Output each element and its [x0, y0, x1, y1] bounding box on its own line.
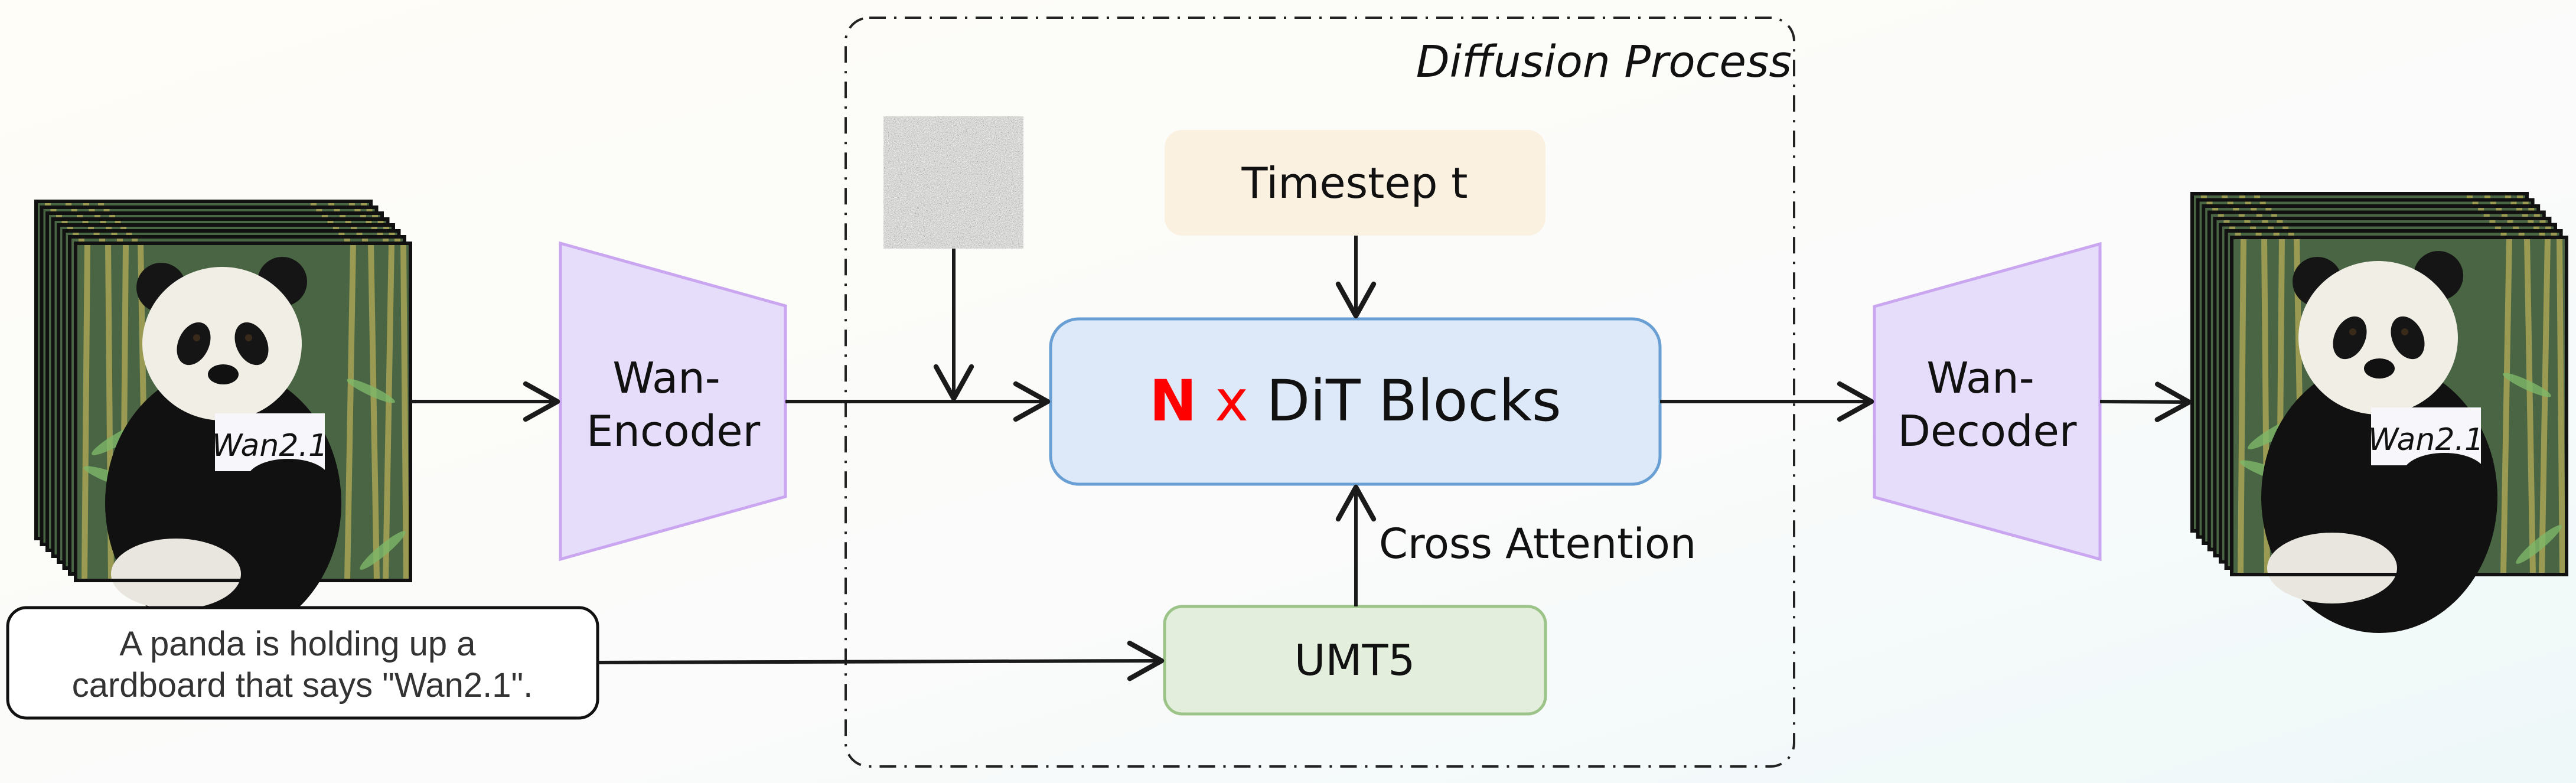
connectors: [410, 236, 2192, 681]
wan-encoder-block: [559, 241, 787, 562]
front-frame-panda-image: Wan2.1: [74, 242, 412, 639]
noise-latent-image: [883, 116, 1023, 249]
diffusion-process-label: Diffusion Process: [1416, 37, 1792, 87]
timestep-box: [1165, 130, 1545, 236]
panda-sign-text: Wan2.1: [2368, 422, 2484, 458]
wan-encoder-label: Wan- Encoder: [586, 353, 761, 456]
text-prompt: A panda is holding up a cardboard that s…: [72, 625, 533, 704]
umt5-label: UMT5: [1294, 635, 1416, 685]
panda-sign-text: Wan2.1: [212, 428, 328, 464]
input-video-frames: Wan2.1: [36, 201, 412, 639]
front-frame-panda-image: Wan2.1: [2230, 236, 2568, 633]
text-prompt-box: [6, 606, 599, 720]
cross-attention-label: Cross Attention: [1379, 520, 1696, 568]
timestep-label: Timestep t: [1241, 158, 1468, 208]
wan-decoder-block: [1873, 242, 2102, 562]
arrow-prompt-to-umt5: [597, 640, 1165, 681]
dit-blocks-label: N x DiT Blocks: [1149, 368, 1561, 434]
output-video-frames: Wan2.1: [2192, 194, 2568, 633]
wan-decoder-label: Wan- Decoder: [1898, 353, 2077, 456]
diffusion-process-group: [844, 17, 1795, 768]
